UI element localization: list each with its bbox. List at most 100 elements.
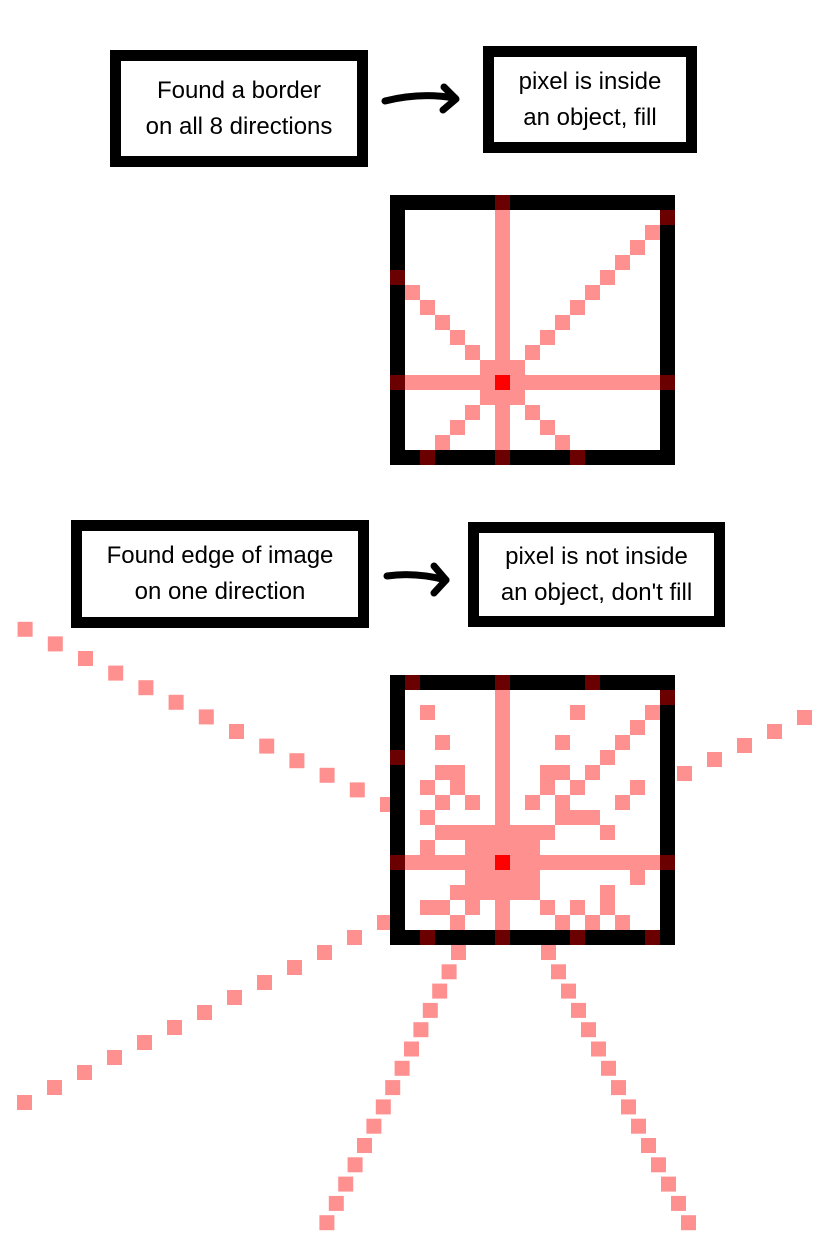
ray-diagonal-up-left	[405, 285, 420, 300]
ray-diagonal-down-right	[555, 435, 570, 450]
border-hit	[390, 270, 405, 285]
border-hit	[660, 375, 675, 390]
border-bottom	[390, 450, 675, 465]
ray-step	[450, 780, 465, 795]
ray-step	[615, 735, 630, 750]
ray-step	[570, 705, 585, 720]
escaping-ray-down-left	[422, 1002, 438, 1018]
escaping-ray-lower-left	[197, 1005, 212, 1020]
ray-step	[525, 885, 540, 900]
ray-step	[435, 825, 450, 840]
escaping-ray-down-left	[432, 983, 448, 999]
escaping-ray-down-right	[581, 1022, 596, 1038]
ray-step	[450, 825, 465, 840]
ray-step	[630, 780, 645, 795]
ray-step	[435, 900, 450, 915]
ray-step	[450, 915, 465, 930]
ray-vertical	[495, 675, 510, 945]
escaping-ray-down-right	[571, 1002, 586, 1018]
condition-text-2: Found edge of image on one direction	[106, 542, 334, 605]
escaping-ray-down-left	[366, 1118, 382, 1134]
ray-step	[600, 750, 615, 765]
escaping-ray-lower-left	[137, 1035, 152, 1050]
escaping-ray-upper-left	[168, 694, 184, 710]
border-right	[660, 675, 675, 945]
ray-diagonal-up-right	[645, 225, 660, 240]
escaping-ray-down-left	[328, 1195, 344, 1211]
ray-diagonal-up-right	[600, 270, 615, 285]
border-hit	[645, 930, 660, 945]
border-hit	[570, 930, 585, 945]
ray-step	[570, 900, 585, 915]
escaping-ray-lower-left	[347, 930, 362, 945]
escaping-ray-down-right	[671, 1195, 686, 1211]
escaping-ray-down-left	[319, 1215, 335, 1231]
ray-diagonal-down-left	[450, 420, 465, 435]
border-hit	[405, 675, 420, 690]
ray-step	[420, 840, 435, 855]
border-hit	[495, 450, 510, 465]
escaping-ray-lower-left	[167, 1020, 182, 1035]
border-bottom	[390, 930, 675, 945]
ray-diagonal-down-right	[540, 420, 555, 435]
escaping-ray-down-right	[651, 1157, 666, 1173]
result-box-2: pixel is not inside an object, don't fil…	[468, 522, 725, 627]
center-pixel	[495, 375, 510, 390]
border-hit	[495, 930, 510, 945]
escaping-ray-upper-left	[108, 665, 124, 681]
escaping-ray-down-right	[621, 1099, 636, 1115]
ray-step	[540, 900, 555, 915]
border-hit	[390, 750, 405, 765]
ray-horizontal	[390, 375, 675, 390]
ray-step	[615, 915, 630, 930]
escaping-ray-upper-left	[78, 651, 93, 666]
arrow-head-1	[439, 83, 460, 114]
ray-step	[435, 735, 450, 750]
ray-diagonal-up-right	[615, 255, 630, 270]
ray-step	[435, 765, 450, 780]
escaping-ray-upper-left	[138, 680, 154, 696]
ray-step	[600, 885, 615, 900]
condition-box-2: Found edge of image on one direction	[71, 520, 369, 628]
condition-text-1: Found a border on all 8 directions	[145, 76, 333, 140]
border-hit	[390, 855, 405, 870]
arrow-2	[383, 571, 450, 584]
ray-step	[585, 810, 600, 825]
border-hit	[495, 675, 510, 690]
escaping-ray-upper-right	[737, 738, 752, 753]
escaping-ray-down-left	[347, 1157, 363, 1173]
escaping-ray-down-left	[394, 1060, 410, 1076]
ray-step	[465, 795, 480, 810]
escaping-ray-down-right	[631, 1118, 646, 1134]
ray-diagonal-up-right	[555, 315, 570, 330]
escaping-ray-down-right	[601, 1060, 616, 1076]
escaping-ray-down-left	[413, 1022, 429, 1038]
ray-step	[555, 810, 570, 825]
border-hit	[420, 930, 435, 945]
escaping-ray-upper-right	[707, 752, 722, 767]
escaping-ray-upper-left	[289, 753, 305, 769]
border-hit	[420, 450, 435, 465]
ray-step	[555, 735, 570, 750]
condition-box-1: Found a border on all 8 directions	[110, 50, 368, 167]
escaping-ray-down-right	[551, 964, 566, 980]
ray-step	[420, 900, 435, 915]
ray-step	[570, 810, 585, 825]
ray-step	[630, 720, 645, 735]
escaping-ray-upper-right	[797, 710, 812, 725]
ray-step	[525, 795, 540, 810]
border-hit	[660, 210, 675, 225]
ray-step	[585, 915, 600, 930]
ray-step	[450, 765, 465, 780]
ray-diagonal-up-left	[420, 300, 435, 315]
ray-diagonal-up-right	[585, 285, 600, 300]
ray-step	[615, 795, 630, 810]
ray-step	[585, 765, 600, 780]
ray-step	[420, 810, 435, 825]
ray-step	[420, 705, 435, 720]
arrow-1	[381, 92, 459, 105]
escaping-ray-lower-left	[287, 960, 302, 975]
escaping-ray-upper-left	[17, 621, 33, 637]
border-top	[390, 675, 675, 690]
